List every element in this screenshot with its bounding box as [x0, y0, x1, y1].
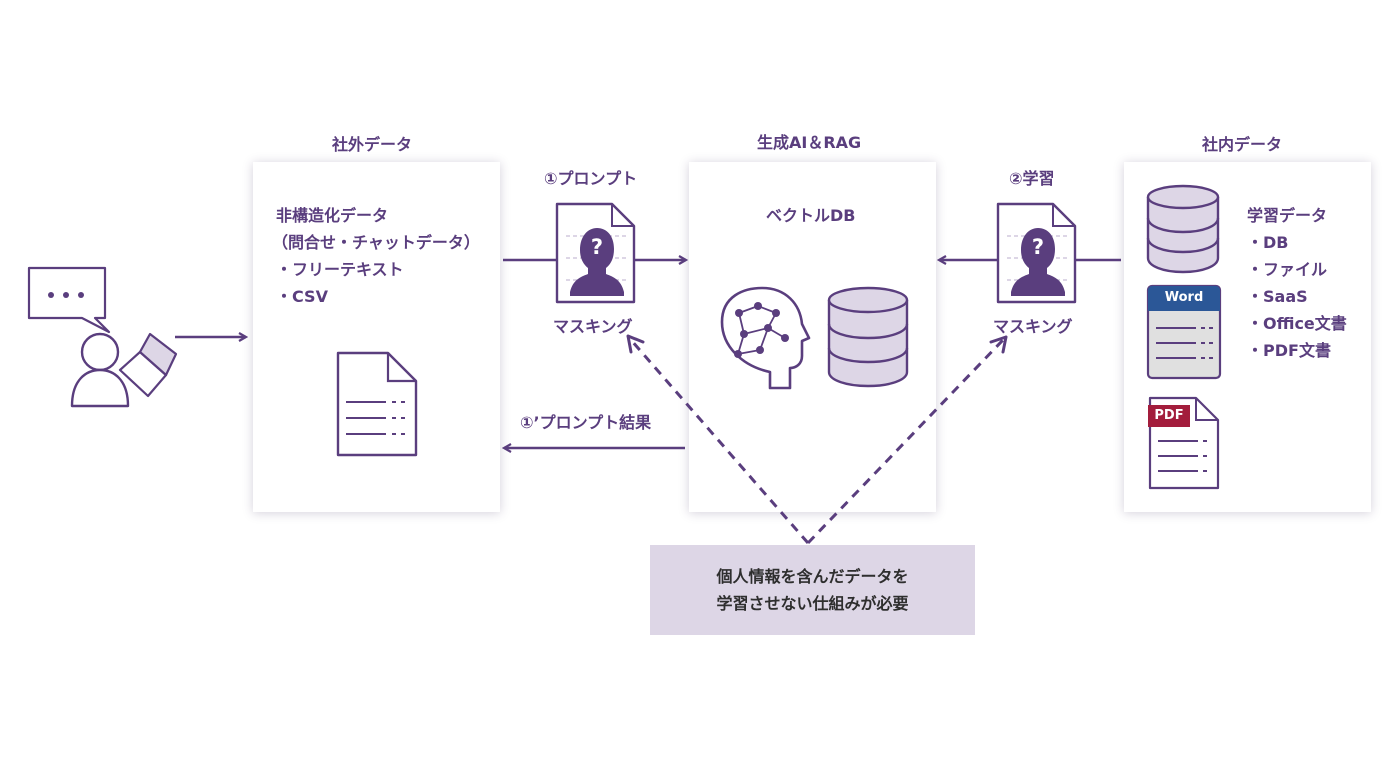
chat-bubble-dots: … [30, 270, 105, 271]
internal-data-line: ・SaaS [1247, 287, 1308, 306]
word-badge: Word [1164, 290, 1204, 305]
external-data-title: 社外データ [332, 135, 413, 154]
masked-person-icon: ? [996, 202, 1077, 304]
dashed-arrow-to-masking-left [629, 339, 810, 544]
internal-data-heading: 学習データ [1247, 206, 1328, 225]
external-data-heading: 非構造化データ [276, 206, 389, 225]
svg-text:?: ? [1032, 235, 1044, 259]
word-document-icon [1146, 284, 1222, 380]
learning-label: ②学習 [1009, 169, 1055, 188]
dashed-arrowhead-right [989, 335, 1008, 354]
privacy-note-line: 学習させない仕組みが必要 [716, 594, 909, 613]
vector-db-heading: ベクトルDB [766, 206, 856, 225]
database-icon [827, 286, 909, 388]
external-data-line: ・フリーテキスト [276, 260, 404, 279]
user-icon [27, 266, 178, 408]
masking-right-label: マスキング [993, 317, 1073, 336]
internal-data-title: 社内データ [1202, 135, 1283, 154]
privacy-note-line: 個人情報を含んだデータを [716, 567, 909, 586]
internal-data-line: ・Office文書 [1247, 314, 1347, 333]
masked-person-icon: ? [555, 202, 636, 304]
dashed-arrowhead-left [626, 334, 645, 354]
genai-title: 生成AI＆RAG [757, 133, 862, 152]
external-data-text: 非構造化データ （問合せ・チャットデータ） ・フリーテキスト ・CSV [272, 202, 480, 310]
external-data-line: （問合せ・チャットデータ） [272, 233, 480, 252]
internal-data-line: ・DB [1247, 233, 1289, 252]
internal-data-line: ・PDF文書 [1247, 341, 1331, 360]
internal-data-line: ・ファイル [1247, 260, 1328, 279]
document-icon [336, 351, 418, 457]
database-icon [1146, 184, 1220, 274]
pdf-badge: PDF [1154, 408, 1184, 423]
pdf-document-icon [1148, 396, 1220, 490]
svg-text:?: ? [591, 235, 603, 259]
masking-left-label: マスキング [553, 317, 633, 336]
privacy-note-box: 個人情報を含んだデータを 学習させない仕組みが必要 [650, 545, 975, 635]
prompt-result-label: ①’プロンプト結果 [520, 413, 652, 432]
prompt-label: ①プロンプト [544, 169, 638, 188]
ai-brain-head-icon [720, 286, 811, 390]
external-data-line: ・CSV [276, 287, 328, 306]
internal-data-text: 学習データ ・DB ・ファイル ・SaaS ・Office文書 ・PDF文書 [1247, 202, 1347, 364]
